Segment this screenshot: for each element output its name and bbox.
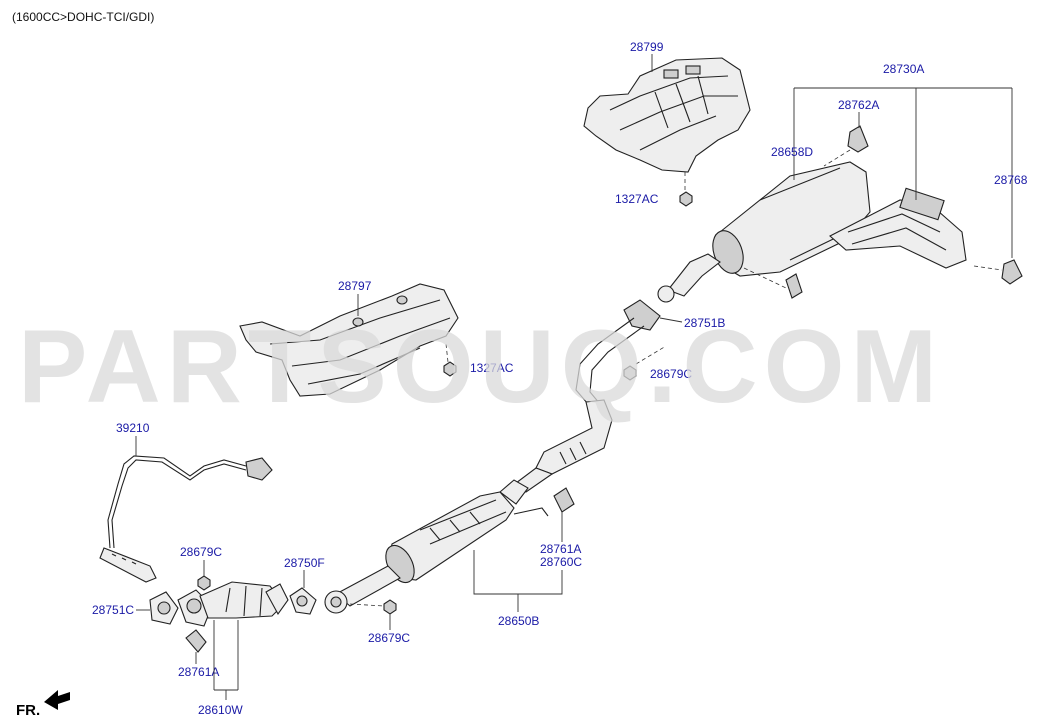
part-label-28760C[interactable]: 28760C — [540, 555, 582, 569]
engine-spec-header: (1600CC>DOHC-TCI/GDI) — [12, 10, 154, 24]
part-label-28762A[interactable]: 28762A — [838, 98, 879, 112]
watermark: PARTSOUQ.COM — [18, 309, 943, 425]
gasket-28750F[interactable] — [289, 587, 317, 615]
part-label-1327AC-top[interactable]: 1327AC — [615, 192, 659, 206]
part-label-28610W[interactable]: 28610W — [198, 703, 243, 717]
front-arrow-icon — [44, 690, 70, 710]
part-label-28751C[interactable]: 28751C — [92, 603, 134, 617]
hanger-28768[interactable] — [1001, 259, 1023, 285]
part-label-28799[interactable]: 28799 — [630, 40, 664, 54]
nut-28679C-left[interactable] — [197, 575, 211, 591]
part-label-28730A[interactable]: 28730A — [883, 62, 924, 76]
oxygen-sensor[interactable] — [99, 455, 273, 583]
hanger-28658D[interactable] — [785, 273, 803, 299]
part-label-28658D[interactable]: 28658D — [771, 145, 813, 159]
part-label-28761A-left[interactable]: 28761A — [178, 665, 219, 679]
part-label-28679C-mid[interactable]: 28679C — [650, 367, 692, 381]
hanger-28761A-right[interactable] — [553, 487, 575, 513]
part-label-28650B[interactable]: 28650B — [498, 614, 539, 628]
part-label-28679C-bottom[interactable]: 28679C — [368, 631, 410, 645]
center-pipe-assembly[interactable] — [324, 299, 661, 614]
hanger-28761A-left[interactable] — [185, 629, 207, 653]
nut-28679C-bottom[interactable] — [383, 599, 397, 615]
catalytic-converter[interactable] — [149, 581, 289, 627]
part-label-28768[interactable]: 28768 — [994, 173, 1028, 187]
part-label-28751B[interactable]: 28751B — [684, 316, 725, 330]
part-label-28797[interactable]: 28797 — [338, 279, 372, 293]
part-label-1327AC-mid[interactable]: 1327AC — [470, 361, 514, 375]
rear-muffler[interactable] — [657, 161, 967, 303]
nut-1327AC-top[interactable] — [679, 191, 693, 207]
part-label-28761A-right[interactable]: 28761A — [540, 542, 581, 556]
front-direction-label: FR. — [16, 702, 40, 719]
hanger-28762A[interactable] — [847, 125, 869, 153]
part-label-39210[interactable]: 39210 — [116, 421, 150, 435]
nut-28679C-mid[interactable] — [623, 365, 637, 381]
part-label-28679C-left[interactable]: 28679C — [180, 545, 222, 559]
nut-1327AC-mid[interactable] — [443, 361, 457, 377]
part-label-28750F[interactable]: 28750F — [284, 556, 325, 570]
heat-protector-upper[interactable] — [583, 57, 751, 173]
heat-protector-lower[interactable] — [239, 283, 459, 397]
